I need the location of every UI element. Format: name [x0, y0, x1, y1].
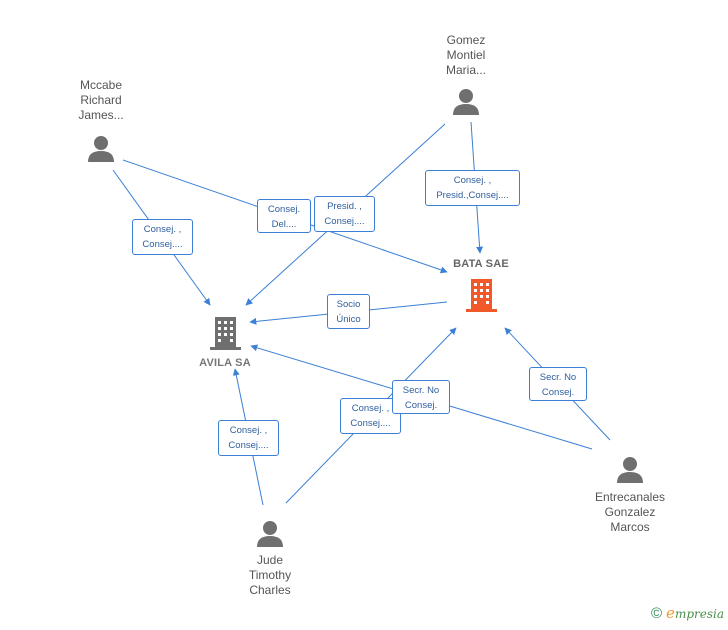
person-label-mccabe[interactable]: Mccabe Richard James...: [78, 78, 124, 122]
person-icon-gomez[interactable]: [453, 89, 479, 115]
copyright-symbol: ©: [650, 605, 663, 622]
edge-label-jude-bata: Consej. , Consej....: [340, 398, 401, 434]
person-icon-mccabe[interactable]: [88, 136, 114, 162]
building-icon-avila[interactable]: [210, 317, 241, 350]
edge-label-bata-avila: Socio Único: [327, 294, 370, 329]
company-label-avila[interactable]: AVILA SA: [199, 357, 251, 369]
edge-label-entrecanales-bata: Secr. No Consej.: [529, 367, 587, 401]
person-label-gomez[interactable]: Gomez Montiel Maria...: [445, 33, 486, 77]
company-label-bata[interactable]: BATA SAE: [453, 258, 509, 270]
person-icon-jude[interactable]: [257, 521, 283, 547]
edge-label-mccabe-avila: Consej. , Consej....: [132, 219, 193, 255]
building-icon-bata[interactable]: [466, 279, 497, 312]
edge-label-gomez-bata: Consej. , Presid.,Consej....: [425, 170, 520, 206]
person-icon-entrecanales[interactable]: [617, 457, 643, 483]
person-label-jude[interactable]: Jude Timothy Charles: [248, 553, 292, 597]
brand-initial: e: [666, 604, 675, 622]
edge-label-gomez-avila: Presid. , Consej....: [314, 196, 375, 232]
edge-label-jude-avila: Consej. , Consej....: [218, 420, 279, 456]
brand-name: mpresia: [674, 607, 724, 621]
person-label-entrecanales[interactable]: Entrecanales Gonzalez Marcos: [594, 490, 666, 534]
edge-label-mccabe-bata: Consej. Del....: [257, 199, 311, 233]
edge-label-entrecanales-avila: Secr. No Consej.: [392, 380, 450, 414]
empresia-logo[interactable]: ©empresia: [651, 604, 724, 622]
